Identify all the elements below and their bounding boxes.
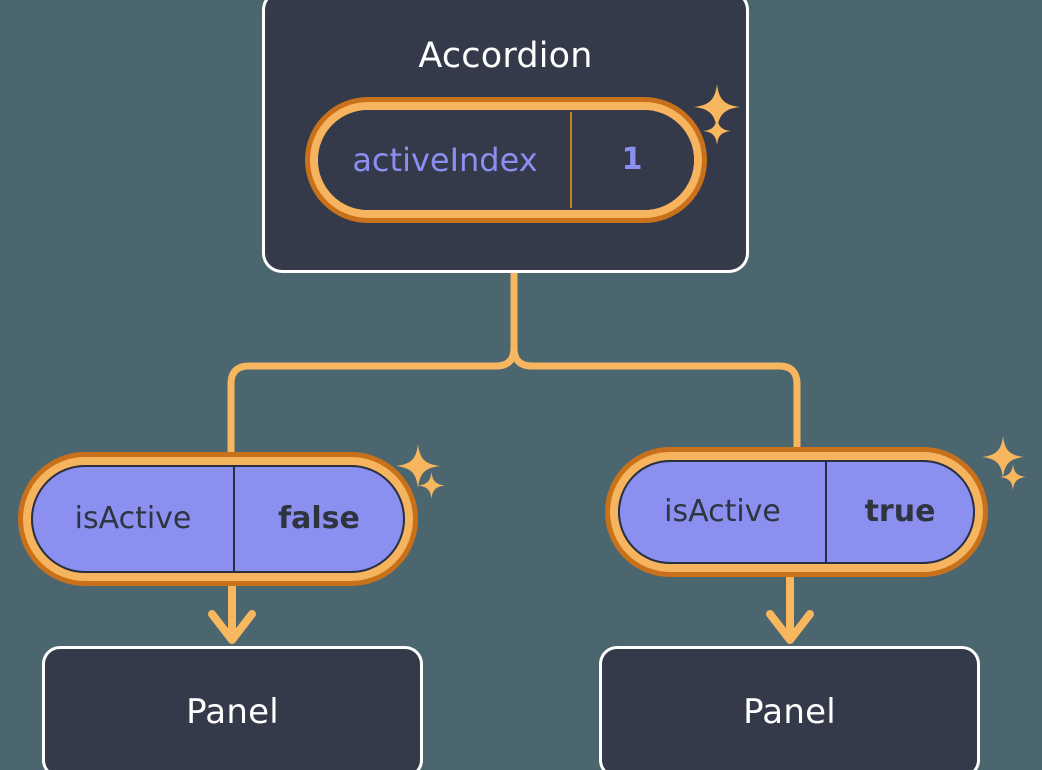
pill-body: activeIndex 1 xyxy=(318,110,694,210)
pill-divider xyxy=(233,467,235,571)
prop-pill-is-active-true[interactable]: isActive true xyxy=(605,447,988,577)
panel-node-left[interactable]: Panel xyxy=(42,646,423,770)
prop-key-label: isActive xyxy=(664,494,781,529)
state-pill-active-index[interactable]: activeIndex 1 xyxy=(305,97,707,223)
sparkle-icon xyxy=(1000,464,1026,490)
edge-root-to-right xyxy=(510,268,801,451)
prop-key-label: isActive xyxy=(74,501,192,536)
prop-value-label: false xyxy=(278,501,360,536)
accordion-node-label: Accordion xyxy=(418,36,593,76)
panel-node-right-label: Panel xyxy=(743,692,836,732)
pill-outer-ring xyxy=(305,97,707,223)
sparkle-icon xyxy=(982,436,1024,478)
prop-value-label: true xyxy=(864,494,936,529)
prop-pill-is-active-false[interactable]: isActive false xyxy=(18,452,418,586)
pill-inner-ring xyxy=(610,452,983,572)
pill-divider xyxy=(570,112,572,208)
edge-root-to-left xyxy=(227,268,518,456)
pill-outer-ring xyxy=(18,452,418,586)
arrow-down-icon-right xyxy=(766,610,814,644)
arrow-down-icon-left xyxy=(208,610,256,644)
state-key-label: activeIndex xyxy=(352,141,538,179)
sparkle-icon xyxy=(418,472,445,499)
panel-node-right[interactable]: Panel xyxy=(599,646,980,770)
state-value-label: 1 xyxy=(621,142,643,177)
pill-body: isActive false xyxy=(31,465,405,573)
pill-body: isActive true xyxy=(618,460,975,564)
pill-inner-ring xyxy=(23,457,413,581)
pill-outer-ring xyxy=(605,447,988,577)
pill-divider xyxy=(825,462,827,562)
pill-inner-ring xyxy=(310,102,702,218)
panel-node-left-label: Panel xyxy=(186,692,279,732)
